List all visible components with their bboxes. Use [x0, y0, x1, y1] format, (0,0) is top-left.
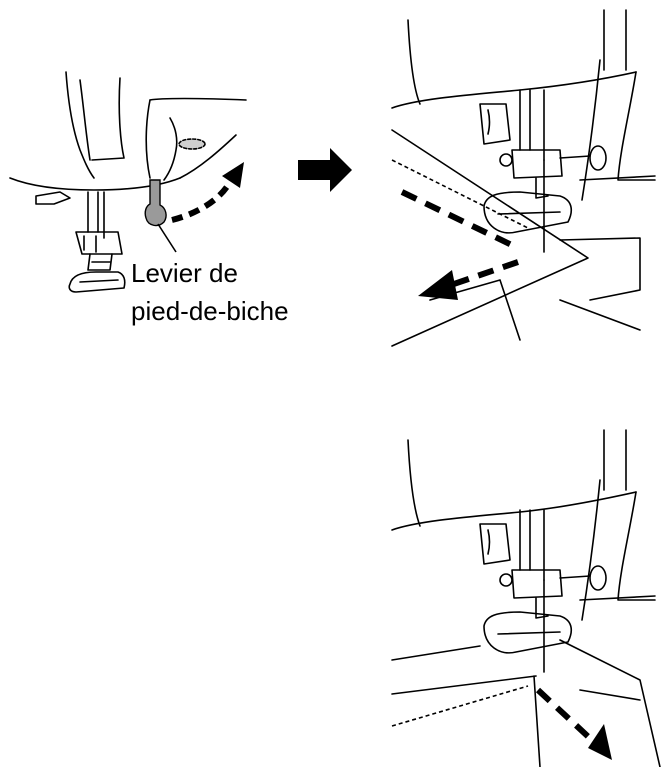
- lever-raised-ghost: [178, 138, 206, 150]
- machine-face: [91, 77, 125, 161]
- thumb-screw: [589, 145, 607, 171]
- dashed-arrow-icon-2: [535, 687, 597, 745]
- presser-foot-3: [483, 611, 573, 654]
- presser-foot-lever-label-line1: Levier de: [131, 258, 238, 288]
- needle-clamp: [479, 103, 511, 145]
- curved-dashed-arrow-icon: [171, 176, 235, 223]
- leader-line: [157, 223, 177, 253]
- foot-holder-3: [511, 569, 563, 599]
- dashed-arrow-icon: [400, 189, 520, 251]
- fabric-top-edge: [391, 129, 589, 347]
- foot-holder-2: [511, 149, 563, 179]
- machine-head: [65, 71, 95, 179]
- presser-foot-2: [483, 191, 573, 234]
- seam-line-2: [391, 685, 529, 727]
- seam-line: [391, 159, 529, 229]
- needle-clamp-2: [479, 523, 511, 565]
- foot-holder: [75, 231, 123, 255]
- machine-arm-2: [391, 491, 637, 531]
- presser-foot-lever: [144, 179, 167, 227]
- presser-foot-lever-label-line2: pied-de-biche: [131, 296, 289, 326]
- fabric-edge-2: [391, 645, 481, 661]
- thumb-screw-2: [589, 565, 607, 591]
- right-arrow-icon: [298, 148, 352, 192]
- thread-cutter: [35, 191, 71, 205]
- presser-foot: [68, 271, 126, 293]
- needle-bar: [87, 191, 105, 239]
